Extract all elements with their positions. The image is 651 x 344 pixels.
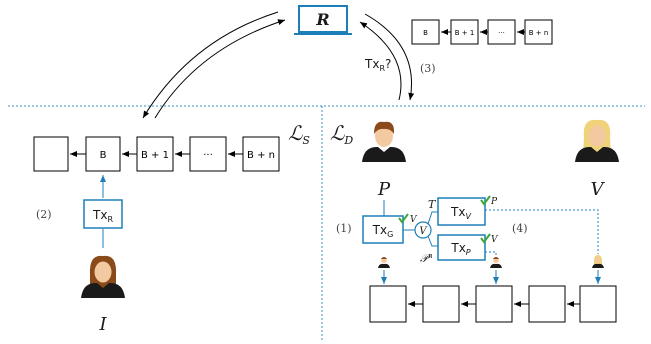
ledger-s-label: ℒS xyxy=(288,121,310,147)
tx-v-label: TxV xyxy=(450,205,471,221)
mini-chain: B B + 1 ··· B + n xyxy=(411,19,553,45)
txv-to-v-dotted-link xyxy=(485,209,599,254)
node-r-label: R xyxy=(315,10,329,29)
gate-to-txp-link xyxy=(427,235,438,247)
step-2-label: (2) xyxy=(36,208,52,221)
tiny-person-p-1 xyxy=(378,257,390,268)
tx-g-check-label: V xyxy=(410,215,418,225)
person-p-avatar xyxy=(362,121,406,162)
check-icon xyxy=(480,233,491,244)
mini-chain-block-3: B + n xyxy=(529,29,549,37)
ledger-d-label: ℒD xyxy=(330,121,353,147)
check-icon xyxy=(398,213,409,224)
query-label: TxR? xyxy=(364,57,391,73)
person-i-avatar xyxy=(81,255,125,298)
step-1-label: (1) xyxy=(336,222,352,235)
ledger-s-block-1: B xyxy=(100,150,107,161)
tx-g-label: TxG xyxy=(372,223,394,239)
tx-p-check-label: V xyxy=(491,235,499,245)
person-v-label: V xyxy=(591,179,606,200)
txp-to-p-dotted-link xyxy=(485,251,497,256)
mini-chain-block-2: ··· xyxy=(498,29,505,37)
person-p-label: P xyxy=(377,179,391,200)
r-left-arrows xyxy=(142,11,286,119)
t-label: T xyxy=(428,198,437,211)
tx-r-label: TxR xyxy=(92,208,113,224)
mini-chain-block-0: B xyxy=(423,29,428,37)
tx-v-box xyxy=(437,197,486,226)
tx-p-box xyxy=(437,234,486,261)
tiny-person-v xyxy=(592,255,604,268)
r-right-arrows xyxy=(359,13,415,101)
step-4-label: (4) xyxy=(512,222,528,235)
ledger-s-block-4: B + n xyxy=(247,150,275,161)
gate-to-txv-link xyxy=(427,211,438,225)
v-gate xyxy=(414,221,432,239)
person-i-label: I xyxy=(98,314,107,335)
mini-chain-block-1: B + 1 xyxy=(455,29,475,37)
check-icon xyxy=(480,195,491,206)
tx-g-box xyxy=(362,215,404,244)
step-3-label: (3) xyxy=(420,62,436,75)
ledger-s-chain: B B + 1 ··· B + n xyxy=(33,136,280,172)
node-r: R xyxy=(294,5,352,35)
tx-v-check-label: P xyxy=(490,197,498,207)
ledger-s-block-3: ··· xyxy=(203,150,213,161)
pn-label: 𝒫n xyxy=(420,252,433,265)
v-gate-label: V xyxy=(419,226,428,237)
ledger-s-block-2: B + 1 xyxy=(141,150,169,161)
tx-p-label: TxP xyxy=(450,241,470,257)
ledger-d-chain xyxy=(369,285,617,323)
tiny-person-p-2 xyxy=(490,257,502,268)
person-v-avatar xyxy=(575,119,619,162)
tx-r-box xyxy=(83,199,123,229)
